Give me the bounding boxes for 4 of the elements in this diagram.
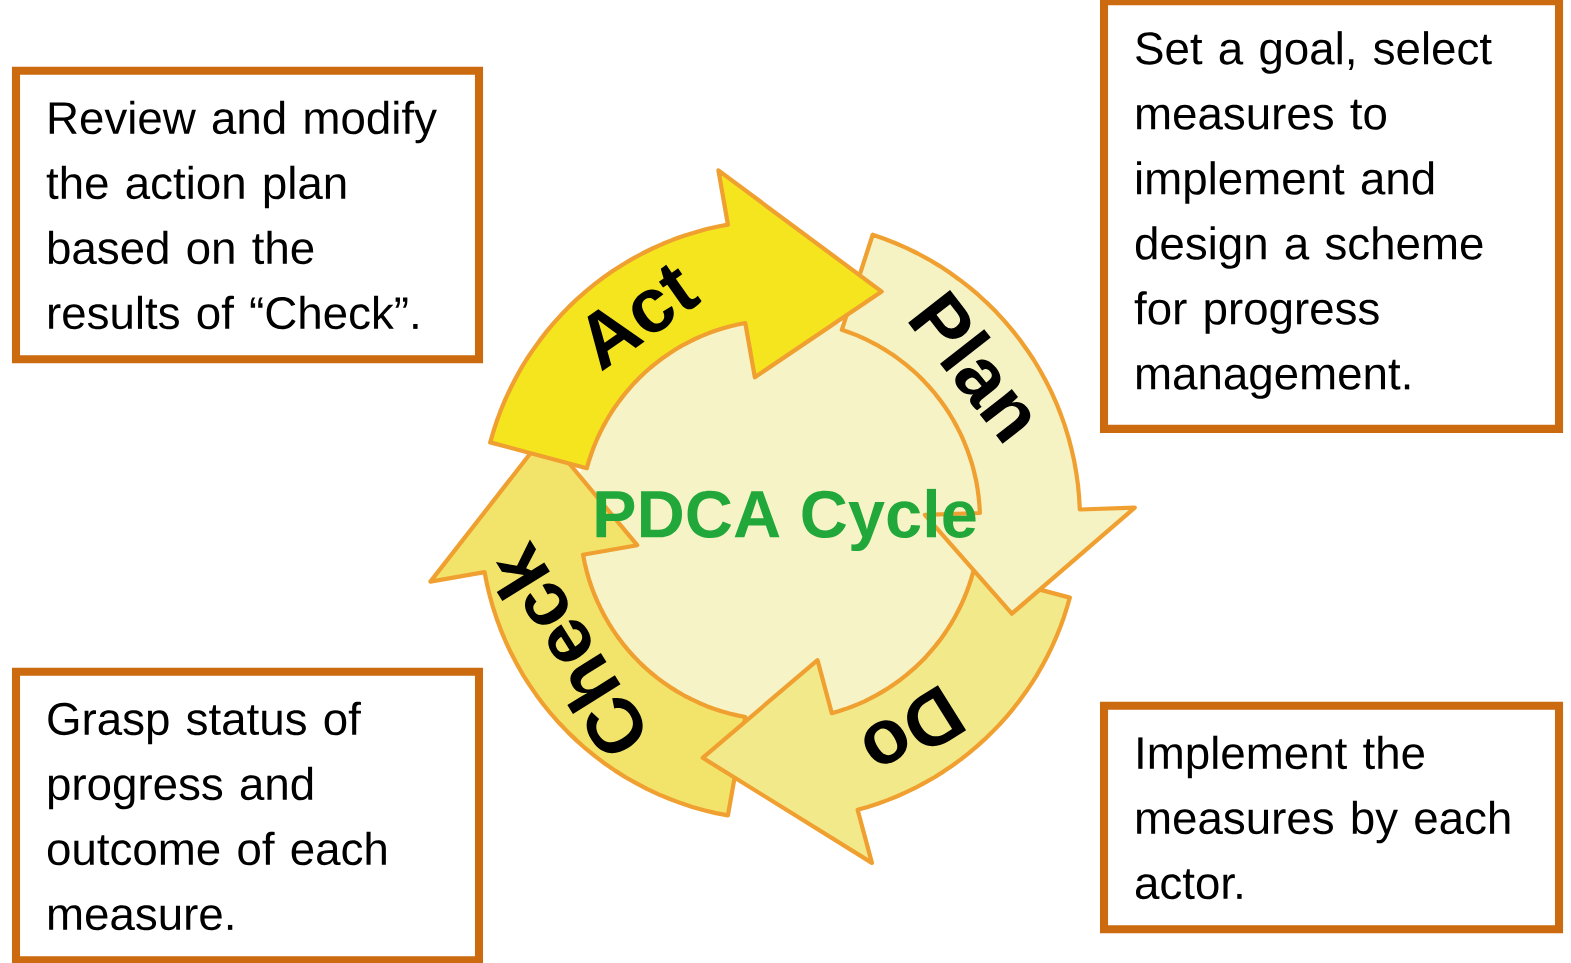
text-box: Set a goal, select measures to implement and design a scheme for progress management. bbox=[1100, 0, 1564, 433]
text-box: Grasp status of progress and outcome of each measure. bbox=[11, 667, 484, 963]
text-box: Review and modify the action plan based on the results of “Check”. bbox=[11, 66, 484, 364]
text-box: Implement the measures by each actor. bbox=[1100, 701, 1564, 934]
